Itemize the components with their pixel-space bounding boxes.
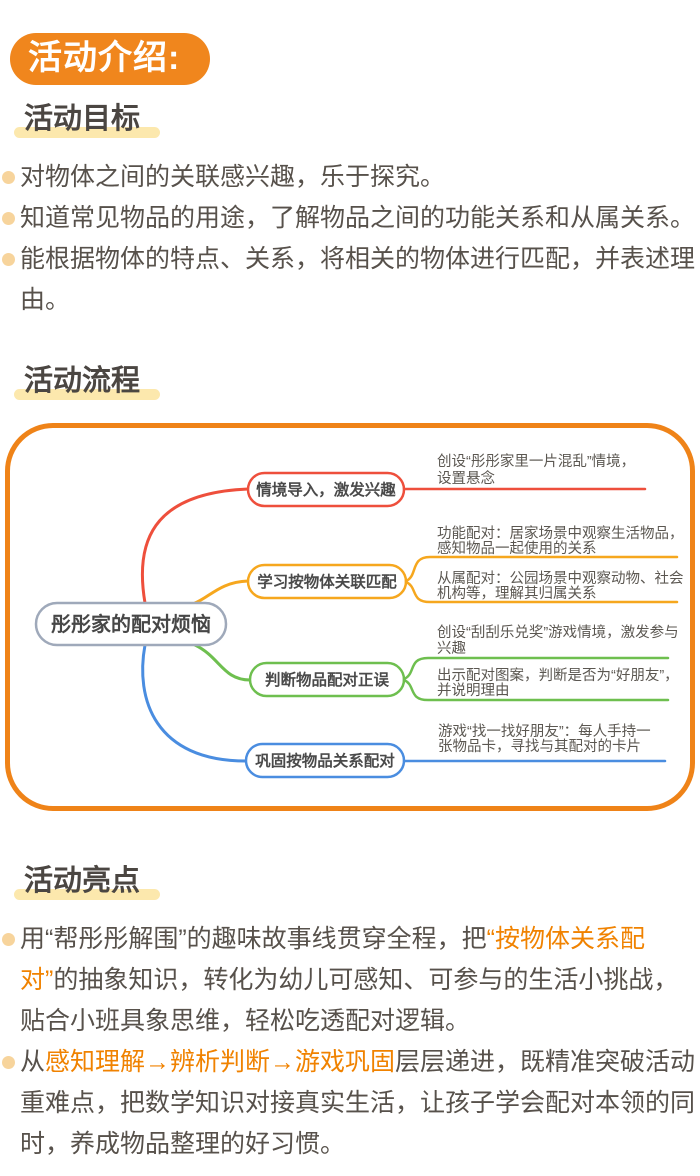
section-title-process-text: 活动流程 [13,361,161,401]
section-title-goals-text: 活动目标 [13,99,161,139]
branch-curve-learn [193,579,250,605]
branch-label-judge: 判断物品配对正误 [265,670,390,689]
bullet-dot-icon [2,933,15,946]
goal-item: 知道常见物品的用途，了解物品之间的功能关系和从属关系。 [0,198,700,239]
bullet-dot-icon [2,212,15,225]
leaf-text: 创设“彤彤家里一片混乱”情境， [437,452,635,470]
leaf-text: 出示配对图案，判断是否为“好朋友”， [437,666,679,684]
mindmap-frame: 彤彤家的配对烦恼 情境导入，激发兴趣 创设“彤彤家里一片混乱”情境， 设置悬念 … [5,423,695,811]
highlight-text-post: 层层递进，既精准突破活动重难点，把数学知识对接真实生活，让孩子学会配对本领的同时… [20,1048,696,1158]
bullet-dot-icon [2,1056,15,1069]
leaf-text: 并说明理由 [437,682,510,699]
leaf-text: 兴趣 [437,640,466,657]
goal-text: 知道常见物品的用途，了解物品之间的功能关系和从属关系。 [20,204,696,232]
section-title-process: 活动流程 [13,361,700,401]
leaf-underline [404,555,679,583]
leaf-text: 创设“刮刮乐兑奖”游戏情境，激发参与 [437,623,679,641]
goal-text: 能根据物体的特点、关系，将相关的物体进行匹配，并表述理由。 [20,245,696,314]
mindmap: 彤彤家的配对烦恼 情境导入，激发兴趣 创设“彤彤家里一片混乱”情境， 设置悬念 … [34,452,684,779]
page-title: 活动介绍: [28,39,181,77]
goal-item: 能根据物体的特点、关系，将相关的物体进行匹配，并表述理由。 [0,239,700,321]
section-title-highlights-text: 活动亮点 [13,861,161,901]
branch-label-intro: 情境导入，激发兴趣 [256,480,396,499]
bullet-dot-icon [2,253,15,266]
branch-curve-intro [140,487,250,605]
branch-label-learn: 学习按物体关联匹配 [257,572,397,591]
highlight-text: 用“帮彤彤解围”的趣味故事线贯穿全程，把“按物体关系配对”的抽象知识，转化为幼儿… [20,925,678,1035]
branch-label-consolidate: 巩固按物品关系配对 [255,751,395,770]
page-title-badge: 活动介绍: [10,33,211,85]
goal-text: 对物体之间的关联感兴趣，乐于探究。 [20,163,446,191]
highlight-text-pre: 用“帮彤彤解围”的趣味故事线贯穿全程，把 [20,925,487,953]
highlight-text: 从感知理解→辨析判断→游戏巩固层层递进，既精准突破活动重难点，把数学知识对接真实… [20,1048,695,1158]
highlights-list: 用“帮彤彤解围”的趣味故事线贯穿全程，把“按物体关系配对”的抽象知识，转化为幼儿… [0,919,700,1165]
bullet-dot-icon [2,171,15,184]
highlight-text-pre: 从 [20,1048,46,1076]
leaf-text: 功能配对：居家场景中观察生活物品， [437,524,684,542]
goals-list: 对物体之间的关联感兴趣，乐于探究。 知道常见物品的用途，了解物品之间的功能关系和… [0,157,700,321]
highlight-item: 用“帮彤彤解围”的趣味故事线贯穿全程，把“按物体关系配对”的抽象知识，转化为幼儿… [0,919,700,1042]
leaf-text: 设置悬念 [437,469,495,487]
leaf-text: 游戏“找一找好朋友”：每人手持一 [438,723,651,740]
leaf-text: 张物品卡，寻找与其配对的卡片 [438,738,641,755]
section-title-highlights: 活动亮点 [13,861,700,901]
leaf-underline [404,580,679,604]
leaf-text: 机构等，理解其归属关系 [437,584,597,602]
leaf-text: 从属配对：公园场景中观察动物、社会 [437,569,684,587]
leaf-underline [402,678,670,702]
goal-item: 对物体之间的关联感兴趣，乐于探究。 [0,157,700,198]
central-topic-label: 彤彤家的配对烦恼 [51,612,211,636]
highlight-text-em: 感知理解→辨析判断→游戏巩固 [45,1048,396,1076]
highlight-item: 从感知理解→辨析判断→游戏巩固层层递进，既精准突破活动重难点，把数学知识对接真实… [0,1042,700,1165]
leaf-underline [402,656,670,681]
branch-curve-judge [193,643,252,682]
central-topic-bubble [34,601,228,647]
section-title-goals: 活动目标 [13,99,700,139]
leaf-text: 感知物品一起使用的关系 [437,540,597,557]
highlight-text-post: 的抽象知识，转化为幼儿可感知、可参与的生活小挑战，贴合小班具象思维，轻松吃透配对… [20,966,679,1035]
branch-curve-consolidate [141,643,248,763]
highlight-text-em: “按物体关系配对” [20,925,645,994]
